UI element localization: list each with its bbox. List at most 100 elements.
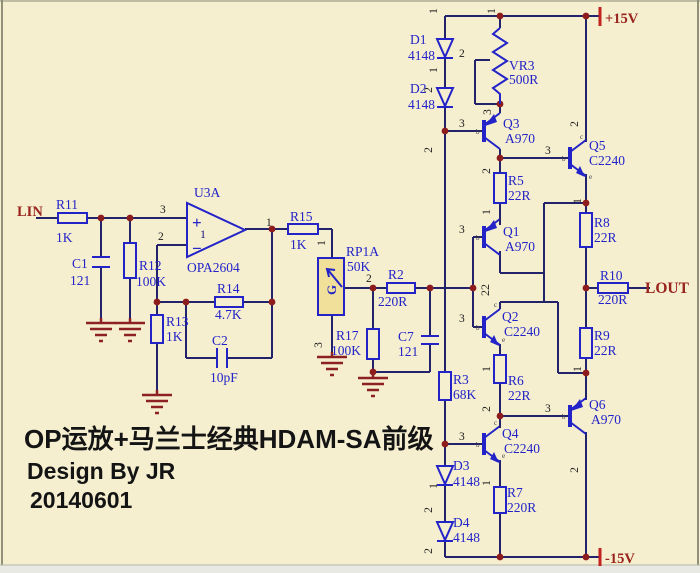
capacitor-c2: C2 10pF	[210, 333, 238, 385]
resistor-r8-value: 22R	[594, 230, 617, 245]
resistor-r3-value: 68K	[453, 387, 477, 402]
opamp-minus-mark: −	[192, 239, 202, 258]
pin-number-label: e	[502, 452, 505, 460]
ground-symbol-pot	[317, 352, 347, 377]
pin-number-label: 1	[428, 483, 440, 489]
capacitor-c2-ref: C2	[212, 333, 228, 348]
pin-number-label: 3	[459, 224, 465, 236]
diode-d3-ref: D3	[453, 458, 470, 473]
resistor-r17: R17 100K	[331, 328, 380, 360]
diode-d4-ref: D4	[453, 515, 470, 530]
pin-number-label: 1	[486, 8, 498, 14]
diode-d3: D3 4148	[435, 458, 480, 489]
pin-number-label: 1	[481, 366, 493, 372]
potentiometer-rp1a-value: 50K	[347, 259, 371, 274]
q1-pnp-arrow	[485, 220, 497, 232]
pin-number-label: 1	[481, 480, 493, 486]
title-line-2: Design By JR	[27, 458, 176, 484]
resistor-r17-value: 100K	[331, 343, 361, 358]
resistor-r7: R7 220R	[493, 485, 536, 515]
resistor-r11-ref: R11	[56, 197, 78, 212]
pin-number-label: b	[562, 155, 566, 163]
pin-number-label: 22	[478, 284, 492, 296]
pin-number-label: b	[476, 234, 480, 242]
q2-npn-arrow	[490, 335, 499, 346]
q6-pnp-arrow	[571, 399, 583, 411]
pin-number-label: 3	[160, 204, 166, 216]
diode-d2-ref: D2	[410, 81, 427, 96]
pin-number-label: 3	[545, 403, 551, 415]
pin-number-label: 2	[423, 147, 435, 153]
resistor-r11: R11 1K	[56, 197, 88, 245]
ground-symbols	[86, 318, 388, 415]
pin-number-label: 3	[459, 118, 465, 130]
capacitor-c7-value: 121	[398, 344, 418, 359]
pin-number-label: 3	[459, 431, 465, 443]
title-line-1: OP运放+马兰士经典HDAM-SA前级	[24, 424, 434, 454]
title-block: OP运放+马兰士经典HDAM-SA前级 Design By JR 2014060…	[24, 424, 434, 513]
pin-number-label: 3	[545, 145, 551, 157]
resistor-r8-ref: R8	[594, 215, 610, 230]
resistor-r9-ref: R9	[594, 328, 610, 343]
window-bottom-strip	[0, 565, 700, 573]
pin-number-label: c	[494, 419, 497, 427]
resistor-r14-ref: R14	[217, 281, 240, 296]
transistor-q4-part: C2240	[504, 441, 540, 456]
capacitor-c1: C1 121	[70, 256, 110, 288]
pin-number-label: 3	[459, 313, 465, 325]
transistor-q1-ref: Q1	[503, 224, 520, 239]
resistor-r7-ref: R7	[507, 485, 523, 500]
pin-number-label: 2	[569, 467, 581, 473]
transistor-q3-ref: Q3	[503, 116, 520, 131]
resistor-r14: R14 4.7K	[214, 281, 244, 322]
opamp-u3a: + − 1 U3A OPA2604	[186, 185, 248, 275]
trimmer-vr3-ref: VR3	[509, 58, 535, 73]
diode-d2-value: 4148	[408, 97, 435, 112]
pin-number-label: b	[476, 441, 480, 449]
resistor-r7-value: 220R	[507, 500, 536, 515]
resistor-r2-value: 220R	[378, 294, 407, 309]
resistor-r17-ref: R17	[336, 328, 359, 343]
capacitor-c2-value: 10pF	[210, 370, 238, 385]
diode-d1-value: 4148	[408, 48, 435, 63]
pin-number-label: 2	[481, 406, 493, 412]
pin-number-label: c	[494, 301, 497, 309]
resistor-r9-value: 22R	[594, 343, 617, 358]
transistor-q5-part: C2240	[589, 153, 625, 168]
pin-number-label: 1	[428, 8, 440, 14]
resistor-r12-ref: R12	[139, 258, 162, 273]
pin-number-label: 2	[423, 548, 435, 554]
resistor-r5: R5 22R	[493, 172, 531, 204]
pot-gang-mark: G	[324, 285, 339, 295]
diode-d1-ref: D1	[410, 32, 427, 47]
capacitor-c7: C7 121	[398, 329, 439, 359]
ground-symbol-r13	[142, 390, 172, 415]
diode-d4: D4 4148	[435, 515, 480, 545]
resistor-r8: R8 22R	[579, 212, 617, 248]
opamp-section-number: 1	[200, 227, 206, 241]
pin-number-label: 2	[481, 168, 493, 174]
vminus-label: -15V	[605, 551, 635, 567]
pin-number-label: 1	[481, 209, 493, 215]
pin-number-label: 2	[158, 231, 164, 243]
pin-number-label: 1	[266, 217, 272, 229]
resistor-r3: R3 68K	[438, 371, 477, 402]
resistor-r12-value: 100K	[136, 274, 166, 289]
ground-symbol-r12	[115, 318, 145, 343]
diode-d4-value: 4148	[453, 530, 480, 545]
resistor-r13: R13 1K	[150, 314, 189, 344]
transistor-q4-ref: Q4	[502, 426, 519, 441]
resistor-r5-value: 22R	[508, 188, 531, 203]
transistor-q6-part: A970	[591, 412, 621, 427]
potentiometer-rp1a: G RP1A 50K	[317, 244, 379, 316]
transistor-q1: Q1 A970	[482, 218, 535, 256]
q5-npn-arrow	[576, 166, 585, 177]
capacitor-c7-ref: C7	[398, 329, 414, 344]
trimmer-vr3-value: 500R	[509, 72, 538, 87]
transistor-q2: Q2 C2240	[482, 308, 540, 346]
resistor-r2: R2 220R	[378, 267, 416, 309]
